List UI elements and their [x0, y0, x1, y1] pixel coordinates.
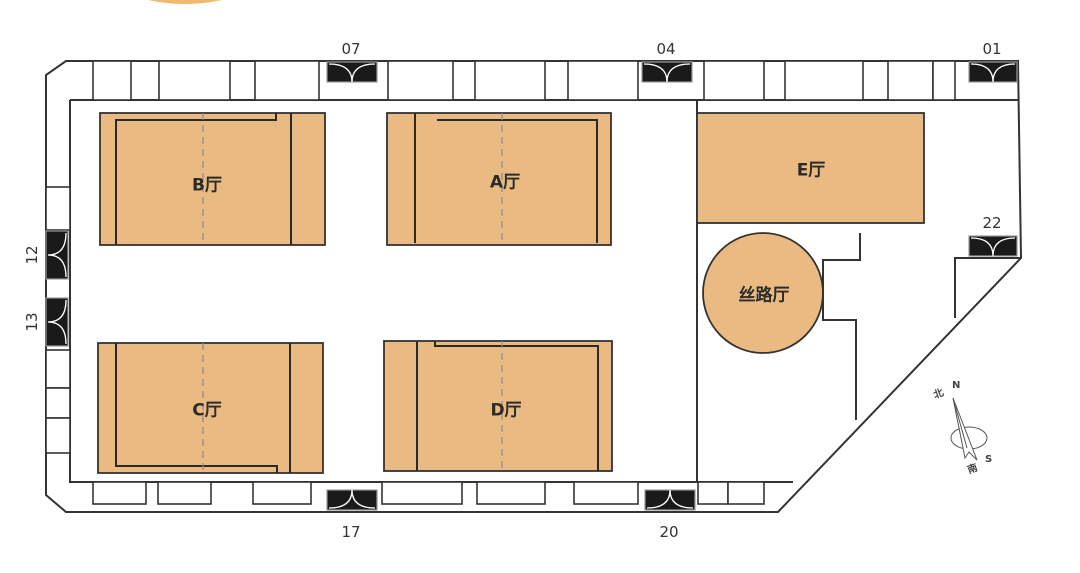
top-stalls	[92, 60, 956, 101]
hall-label-A: A厅	[489, 172, 521, 193]
door-20[interactable]	[644, 489, 696, 511]
gate-label-17: 17	[341, 523, 361, 541]
compass-rose-icon	[950, 397, 988, 461]
gate-label-12: 12	[23, 245, 41, 265]
hall-label-C: C厅	[192, 400, 222, 421]
hall-label-E: E厅	[796, 160, 826, 181]
hall-A[interactable]	[386, 112, 612, 246]
gate-label-22: 22	[982, 214, 1002, 232]
door-13[interactable]	[45, 297, 69, 347]
compass-south-en: S	[985, 454, 993, 465]
hall-C[interactable]	[97, 342, 324, 474]
hall-label-silk-road: 丝路厅	[738, 285, 790, 306]
gate-label-01: 01	[982, 40, 1002, 58]
hall-B[interactable]	[99, 112, 326, 246]
hall-D[interactable]	[383, 340, 613, 472]
bottom-stalls	[92, 481, 765, 505]
door-17[interactable]	[326, 489, 378, 511]
gate-label-07: 07	[341, 40, 361, 58]
door-01[interactable]	[968, 61, 1018, 83]
outer-wall	[45, 60, 1023, 513]
door-07[interactable]	[326, 61, 378, 83]
hall-label-B: B厅	[192, 175, 222, 196]
gate-label-20: 20	[659, 523, 679, 541]
partition	[954, 257, 1021, 318]
door-22[interactable]	[968, 235, 1018, 257]
gate-label-04: 04	[656, 40, 676, 58]
gate-label-13: 13	[23, 312, 41, 332]
decorative-arc	[148, 0, 222, 4]
hall-label-D: D厅	[490, 400, 522, 421]
door-04[interactable]	[641, 61, 693, 83]
door-12[interactable]	[45, 230, 69, 280]
left-stalls	[45, 186, 71, 454]
partition	[822, 233, 861, 420]
hall-E[interactable]	[696, 112, 925, 224]
compass-north-en: N	[952, 380, 961, 391]
